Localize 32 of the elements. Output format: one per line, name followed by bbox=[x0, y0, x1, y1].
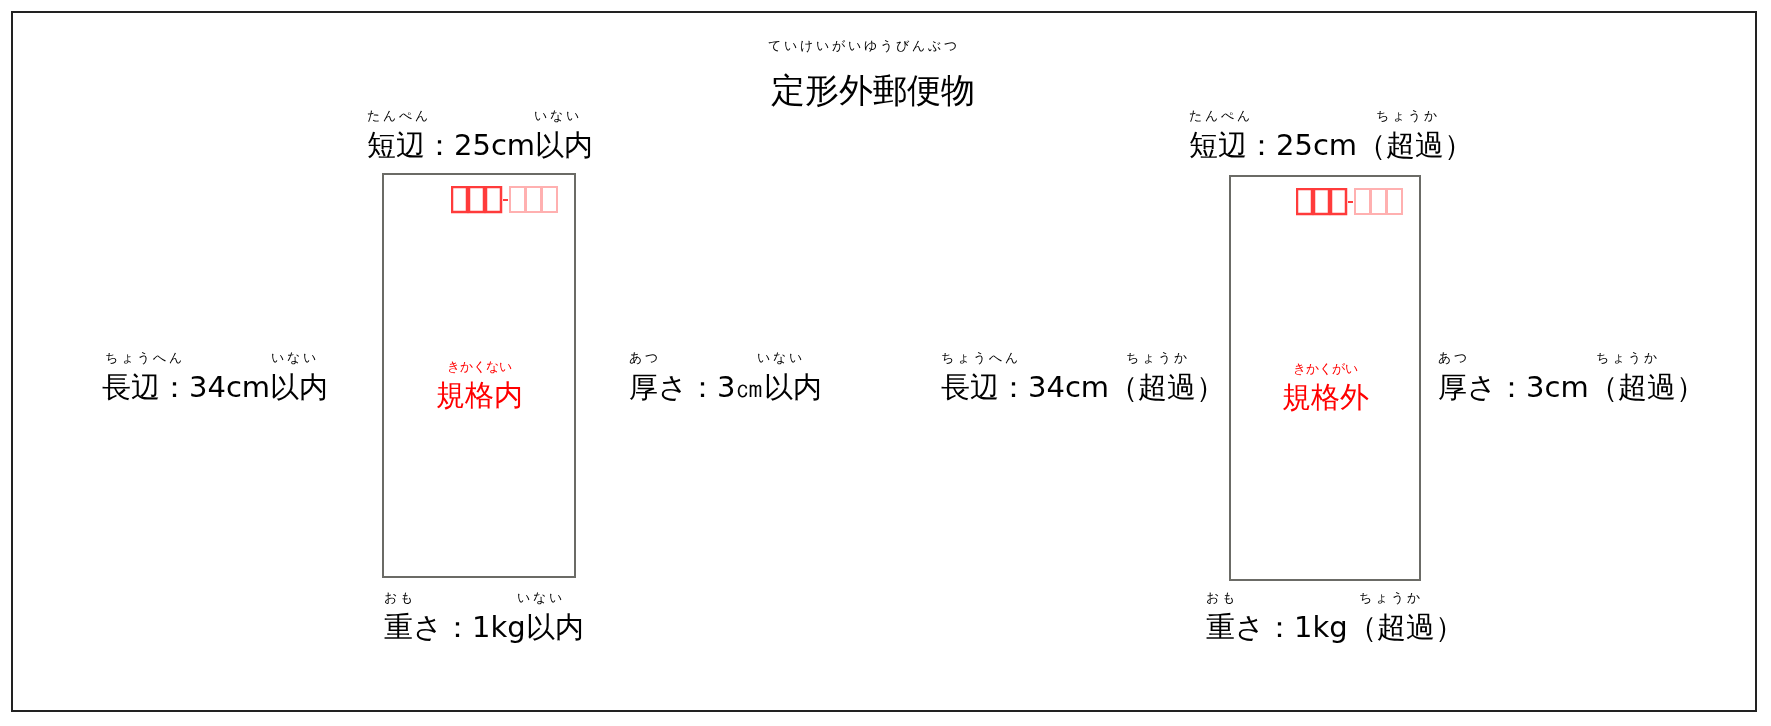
furigana: ちょうか bbox=[1359, 590, 1423, 606]
title: 定形外郵便物 bbox=[771, 70, 975, 111]
furigana: あつ bbox=[629, 350, 661, 366]
furigana: ていけいがいゆうびんぶつ bbox=[768, 38, 960, 54]
furigana: きかくがい bbox=[1292, 361, 1358, 377]
furigana: きかくない bbox=[446, 359, 512, 375]
measurement-label: 長辺：34cm（超過） bbox=[941, 370, 1226, 405]
furigana: たんぺん bbox=[1189, 108, 1253, 124]
furigana: いない bbox=[534, 108, 582, 124]
furigana: おも bbox=[384, 590, 416, 606]
furigana: たんぺん bbox=[367, 108, 431, 124]
measurement-label: 厚さ：3㎝以内 bbox=[629, 370, 823, 405]
category-label: 規格外 bbox=[1281, 380, 1369, 415]
measurement-label: 長辺：34cm以内 bbox=[102, 370, 329, 405]
measurement-label: 厚さ：3cm（超過） bbox=[1438, 370, 1705, 405]
furigana: あつ bbox=[1438, 350, 1470, 366]
furigana: おも bbox=[1206, 590, 1238, 606]
furigana: ちょうか bbox=[1126, 350, 1190, 366]
measurement-label: 短辺：25cm以内 bbox=[367, 128, 594, 163]
furigana: いない bbox=[757, 350, 805, 366]
measurement-label: 重さ：1kg（超過） bbox=[1206, 610, 1464, 645]
furigana: ちょうか bbox=[1596, 350, 1660, 366]
envelope-box bbox=[1229, 175, 1421, 581]
furigana: いない bbox=[517, 590, 565, 606]
envelope-box bbox=[382, 173, 576, 578]
furigana: ちょうか bbox=[1376, 108, 1440, 124]
furigana: いない bbox=[271, 350, 319, 366]
category-label: 規格内 bbox=[435, 378, 523, 413]
furigana: ちょうへん bbox=[941, 350, 1021, 366]
measurement-label: 重さ：1kg以内 bbox=[384, 610, 584, 645]
measurement-label: 短辺：25cm（超過） bbox=[1189, 128, 1474, 163]
furigana: ちょうへん bbox=[105, 350, 185, 366]
